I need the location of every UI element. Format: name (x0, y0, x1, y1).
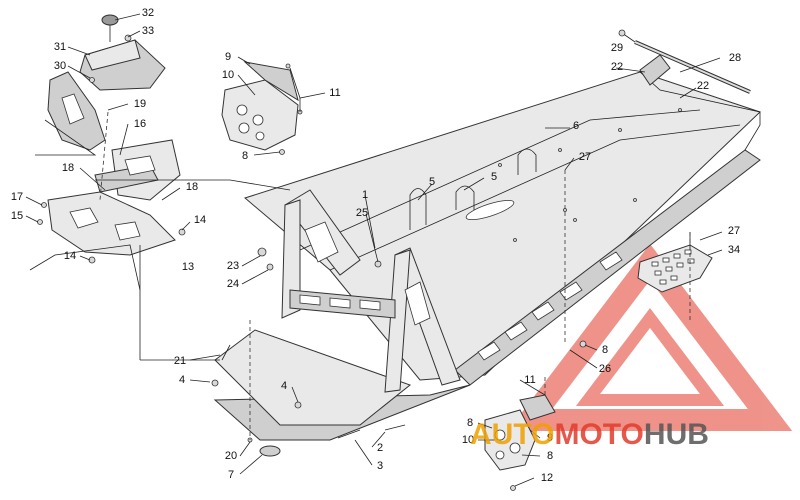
callout-8-right: 8 (602, 344, 608, 356)
callout-16: 16 (134, 118, 146, 130)
callout-22-left: 22 (611, 61, 623, 73)
callout-10-lower: 10 (462, 434, 474, 446)
callout-12: 12 (541, 472, 553, 484)
callout-33: 33 (142, 25, 154, 37)
callout-labels: 32 33 31 30 19 16 18 18 17 15 14 14 13 9… (11, 7, 741, 484)
callout-20: 20 (225, 450, 237, 462)
callout-11-lower: 11 (524, 374, 535, 386)
callout-24: 24 (227, 278, 239, 290)
callout-1: 1 (362, 189, 368, 201)
steering-support-bracket (47, 71, 181, 201)
callout-28: 28 (729, 52, 741, 64)
callout-8-upper: 8 (242, 150, 248, 162)
leader-lines (25, 13, 723, 487)
callout-18-left: 18 (62, 162, 74, 174)
callout-17: 17 (11, 191, 23, 203)
callout-18-right: 18 (186, 181, 198, 193)
lower-mounting-plate (37, 191, 186, 264)
u-bolts (409, 148, 537, 230)
callout-22-right: 22 (697, 80, 709, 92)
callout-8-lower-right: 8 (547, 450, 553, 462)
callout-3: 3 (377, 460, 383, 472)
callout-4-center: 4 (281, 380, 287, 392)
callout-27-lower: 27 (728, 225, 740, 237)
callout-9-upper: 9 (225, 51, 231, 63)
callout-14-left: 14 (64, 250, 76, 262)
callout-2: 2 (377, 442, 383, 454)
callout-31: 31 (54, 41, 66, 53)
callout-7: 7 (228, 469, 234, 481)
callout-21: 21 (174, 355, 186, 367)
callout-19: 19 (134, 98, 146, 110)
callout-11-upper: 11 (329, 87, 340, 99)
reference-lines (29, 111, 691, 440)
callout-23: 23 (227, 260, 239, 272)
watermark-auto: AUTO (470, 418, 555, 451)
callout-27-upper: 27 (579, 151, 591, 163)
callout-4-left: 4 (179, 374, 185, 386)
callout-14-right: 14 (194, 214, 206, 226)
callout-9-lower: 9 (547, 432, 553, 444)
front-a-frame (281, 189, 461, 393)
watermark-hub: HUB (643, 418, 709, 451)
rear-axle-rod (618, 29, 751, 94)
callout-32: 32 (142, 7, 154, 19)
callout-5-left: 5 (429, 176, 435, 188)
callout-34: 34 (728, 244, 740, 256)
watermark-moto: MOTO (554, 418, 644, 451)
rear-heel-plate (637, 232, 713, 293)
callout-10-upper: 10 (222, 69, 234, 81)
callout-25: 25 (356, 207, 368, 219)
callout-6: 6 (573, 120, 579, 132)
console-assembly (79, 14, 166, 91)
watermark-logo-text: AUTOMOTOHUB (470, 418, 709, 452)
heel-plate-holes (651, 249, 695, 285)
callout-15: 15 (11, 210, 23, 222)
upper-shock-bracket (221, 61, 303, 155)
callout-26: 26 (599, 363, 611, 375)
watermark-triangle-logo (507, 243, 793, 431)
callout-13: 13 (182, 261, 194, 273)
running-board-cutouts (477, 251, 623, 361)
callout-30: 30 (54, 60, 66, 72)
callout-5-right: 5 (491, 171, 497, 183)
deck-rivets (498, 108, 682, 242)
callout-8-lower-left: 8 (467, 417, 473, 429)
callout-29: 29 (611, 42, 623, 54)
